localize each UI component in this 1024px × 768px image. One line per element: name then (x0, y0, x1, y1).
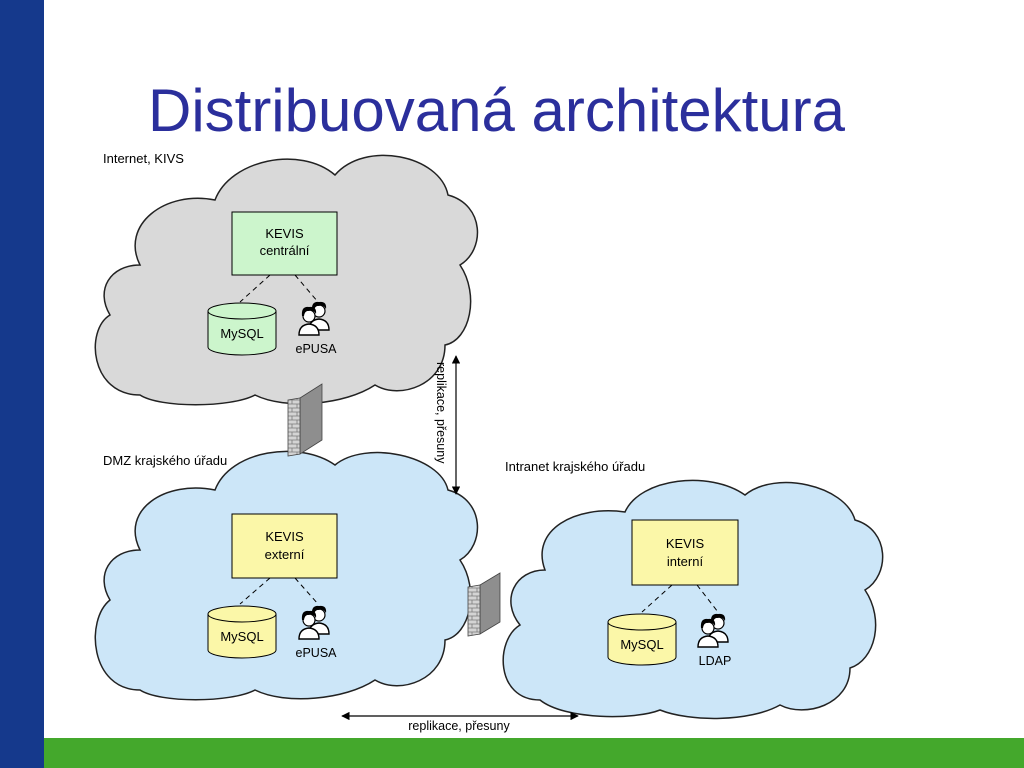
cloud-intranet-shape (502, 479, 884, 720)
zone-label-dmz: DMZ krajského úřadu (103, 453, 227, 468)
mysql-central: MySQL (207, 302, 277, 356)
link-kevis-internal-mysql (641, 584, 673, 613)
cloud-intranet (502, 479, 884, 720)
kevis-central-line1: KEVIS (265, 226, 304, 241)
database-icon (607, 622, 677, 666)
kevis-external-box (231, 513, 338, 579)
firewall-top (287, 383, 323, 457)
kevis-central-line2: centrální (260, 243, 310, 258)
kevis-external-line2: externí (265, 547, 305, 562)
firewall-middle (467, 572, 501, 637)
cloud-internet (94, 154, 479, 406)
kevis-internal-line1: KEVIS (666, 536, 705, 551)
users-external: ePUSA (296, 605, 338, 660)
zone-label-internet: Internet, KIVS (103, 151, 184, 166)
kevis-internal-box (631, 519, 739, 586)
link-kevis-central-users (294, 274, 319, 303)
mysql-external-label: MySQL (220, 629, 263, 644)
kevis-internal-line2: interní (667, 554, 704, 569)
mysql-internal: MySQL (607, 613, 677, 666)
zone-label-intranet: Intranet krajského úřadu (505, 459, 645, 474)
database-icon (207, 311, 277, 356)
slide-title: Distribuovaná architektura (148, 77, 846, 144)
firewall-icon (287, 383, 323, 457)
database-icon (207, 614, 277, 659)
users-central-label: ePUSA (296, 342, 338, 356)
link-kevis-internal-users (696, 584, 719, 613)
link-kevis-external-users (294, 577, 319, 605)
cloud-internet-shape (94, 154, 479, 406)
users-external-label: ePUSA (296, 646, 338, 660)
sidebar-stripe (0, 0, 44, 768)
kevis-external-line1: KEVIS (265, 529, 304, 544)
link-kevis-external-mysql (239, 577, 271, 605)
users-internal-label: LDAP (699, 654, 732, 668)
replication-vertical-label: replikace, přesuny (434, 362, 448, 464)
mysql-external: MySQL (207, 605, 277, 659)
replication-horizontal-label: replikace, přesuny (408, 719, 510, 733)
mysql-central-label: MySQL (220, 326, 263, 341)
link-kevis-central-mysql (239, 274, 271, 303)
mysql-internal-label: MySQL (620, 637, 663, 652)
users-internal: LDAP (697, 613, 732, 668)
firewall-icon (467, 572, 501, 637)
bottom-bar (44, 738, 1024, 768)
users-central: ePUSA (296, 301, 338, 356)
kevis-central-box (231, 211, 338, 276)
